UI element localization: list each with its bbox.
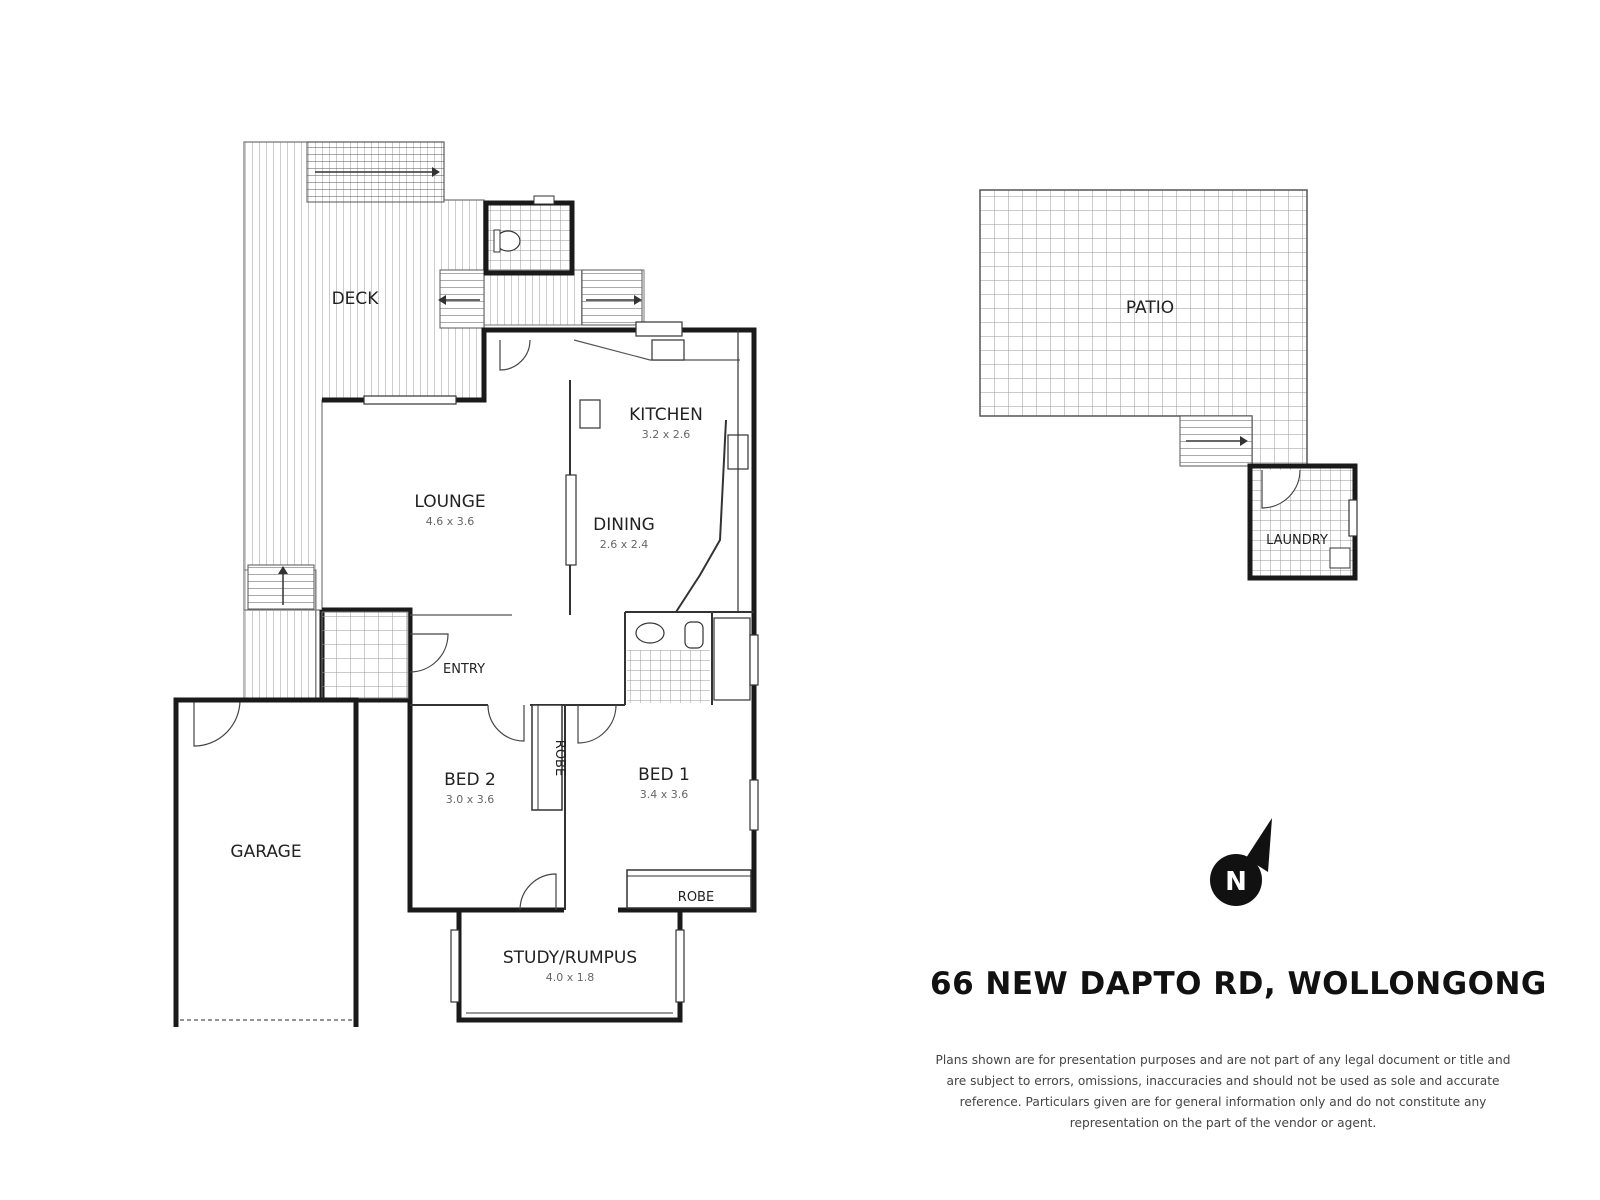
robes bbox=[531, 704, 752, 909]
bathroom bbox=[627, 617, 751, 703]
bed2-dims: 3.0 x 3.6 bbox=[446, 793, 495, 806]
dining-dims: 2.6 x 2.4 bbox=[600, 538, 649, 551]
patio-area bbox=[979, 189, 1308, 467]
kitchen-fixtures bbox=[579, 321, 749, 612]
property-address: 66 NEW DAPTO RD, WOLLONGONG bbox=[930, 966, 1547, 1002]
deck-stairs-top bbox=[306, 141, 445, 203]
laundry-label: LAUNDRY bbox=[1266, 533, 1328, 548]
garage-walls bbox=[173, 697, 359, 1027]
deck-label: DECK bbox=[332, 289, 380, 309]
deck-stairs-side bbox=[247, 564, 315, 610]
study-label: STUDY/RUMPUS bbox=[503, 948, 637, 968]
bed1-label: BED 1 bbox=[638, 765, 690, 785]
toilet-block bbox=[483, 200, 575, 276]
study-dims: 4.0 x 1.8 bbox=[546, 971, 595, 984]
robe-bed1-label: ROBE bbox=[678, 890, 714, 905]
bed2-label: BED 2 bbox=[444, 770, 496, 790]
patio-label: PATIO bbox=[1126, 298, 1174, 318]
robe-bed2-label: ROBE bbox=[552, 740, 567, 776]
laundry-room bbox=[1247, 463, 1358, 581]
north-arrow-icon: N bbox=[1210, 818, 1272, 906]
lounge-label: LOUNGE bbox=[414, 492, 485, 512]
kitchen-label: KITCHEN bbox=[629, 405, 703, 425]
kitchen-dims: 3.2 x 2.6 bbox=[642, 428, 691, 441]
dining-label: DINING bbox=[593, 515, 655, 535]
entry-label: ENTRY bbox=[443, 662, 485, 677]
compass-letter: N bbox=[1225, 867, 1247, 897]
bed1-dims: 3.4 x 3.6 bbox=[640, 788, 689, 801]
garage-label: GARAGE bbox=[230, 842, 301, 862]
study-rumpus-walls bbox=[450, 910, 685, 1023]
doors bbox=[193, 339, 617, 911]
lounge-dims: 4.6 x 3.6 bbox=[426, 515, 475, 528]
disclaimer-text: Plans shown are for presentation purpose… bbox=[935, 1053, 1511, 1130]
entry-porch bbox=[321, 611, 409, 699]
windows bbox=[363, 195, 759, 831]
deck-stairs-mid bbox=[438, 269, 643, 329]
